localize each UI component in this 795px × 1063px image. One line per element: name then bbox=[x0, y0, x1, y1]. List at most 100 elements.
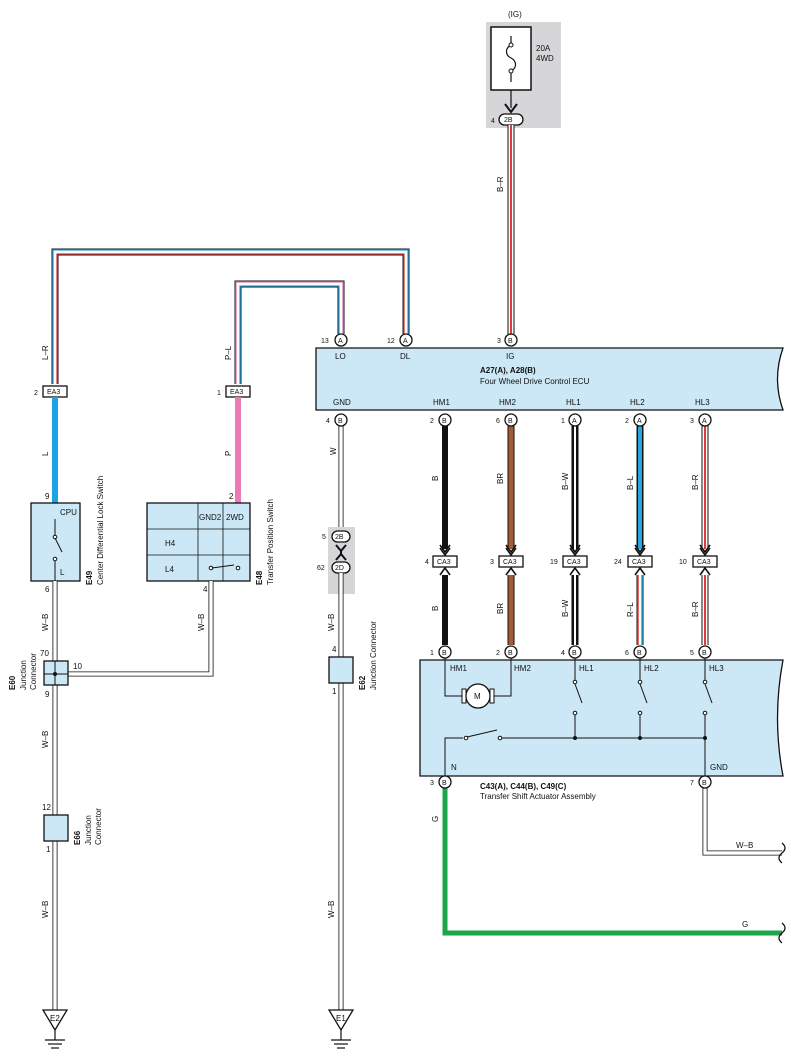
wire-p-l: P–L bbox=[224, 280, 345, 384]
svg-text:HL2: HL2 bbox=[644, 664, 659, 673]
ecu-box: A27(A), A28(B) Four Wheel Drive Control … bbox=[315, 333, 784, 411]
wire-w-b-gnd: W–B bbox=[702, 788, 786, 864]
svg-text:DL: DL bbox=[400, 352, 411, 361]
svg-text:A: A bbox=[637, 418, 642, 425]
svg-text:CA3: CA3 bbox=[697, 559, 711, 566]
svg-text:B: B bbox=[508, 418, 513, 425]
ecu-label-hm2: HM2 bbox=[499, 398, 516, 407]
svg-text:6: 6 bbox=[625, 650, 629, 657]
svg-text:B: B bbox=[442, 650, 447, 657]
svg-text:4: 4 bbox=[332, 645, 337, 654]
svg-text:12: 12 bbox=[387, 338, 395, 345]
transfer-shift-actuator: HM1 HM2 HL1 HL2 HL3 M bbox=[419, 658, 784, 801]
svg-text:4: 4 bbox=[425, 559, 429, 566]
svg-text:M: M bbox=[474, 692, 481, 701]
wire-w-b-mid: W–B W–B bbox=[327, 573, 344, 1010]
svg-text:B: B bbox=[431, 476, 440, 481]
svg-text:2B: 2B bbox=[335, 534, 344, 541]
svg-text:3: 3 bbox=[690, 418, 694, 425]
svg-text:CA3: CA3 bbox=[503, 559, 517, 566]
svg-text:B: B bbox=[442, 418, 447, 425]
svg-text:W–B: W–B bbox=[736, 841, 753, 850]
wire-label-b-r: B–R bbox=[496, 176, 505, 192]
svg-text:A: A bbox=[702, 418, 707, 425]
wire-g: G G bbox=[431, 788, 786, 944]
svg-text:2: 2 bbox=[496, 650, 500, 657]
chevron-down-icon bbox=[504, 103, 518, 114]
svg-text:Junction: Junction bbox=[84, 815, 93, 845]
svg-text:A: A bbox=[338, 338, 343, 345]
fuse-icon bbox=[505, 36, 517, 82]
wire-b-r-ig: B–R bbox=[496, 125, 515, 334]
wire-label-p-l: P–L bbox=[224, 345, 233, 360]
svg-text:6: 6 bbox=[45, 585, 50, 594]
svg-text:Connector: Connector bbox=[29, 653, 38, 690]
svg-text:5: 5 bbox=[690, 650, 694, 657]
junction-connector-e66: 12 1 E66 Junction Connector bbox=[42, 803, 103, 854]
svg-text:CPU: CPU bbox=[60, 508, 77, 517]
fuse-amp: 20A bbox=[536, 44, 551, 53]
fuse-header: (IG) bbox=[508, 10, 522, 19]
svg-text:B: B bbox=[442, 780, 447, 787]
svg-text:1: 1 bbox=[46, 845, 51, 854]
fuse-block: (IG) 20A 4WD 2B 4 bbox=[486, 10, 561, 128]
svg-text:W–B: W–B bbox=[41, 731, 50, 748]
svg-text:4: 4 bbox=[326, 418, 330, 425]
ecu-label-hm1: HM1 bbox=[433, 398, 450, 407]
svg-text:B–W: B–W bbox=[561, 472, 570, 490]
svg-text:E66: E66 bbox=[73, 830, 82, 845]
svg-text:W–B: W–B bbox=[41, 614, 50, 631]
fuse-pin: 4 bbox=[491, 118, 495, 125]
svg-text:B: B bbox=[702, 780, 707, 787]
svg-text:G: G bbox=[431, 816, 440, 822]
wire-b-l-hl2: B–L R–L bbox=[626, 426, 644, 645]
svg-text:L4: L4 bbox=[165, 565, 174, 574]
ea3-left: EA3 2 bbox=[34, 385, 68, 398]
svg-text:B: B bbox=[508, 338, 513, 345]
svg-text:EA3: EA3 bbox=[47, 389, 60, 396]
svg-text:H4: H4 bbox=[165, 539, 176, 548]
svg-text:W–B: W–B bbox=[327, 614, 336, 631]
svg-text:24: 24 bbox=[614, 559, 622, 566]
svg-text:Connector: Connector bbox=[94, 808, 103, 845]
svg-text:GND2: GND2 bbox=[199, 513, 222, 522]
svg-text:19: 19 bbox=[550, 559, 558, 566]
svg-text:R–L: R–L bbox=[626, 602, 635, 617]
wire-l-r: L–R bbox=[41, 248, 410, 384]
svg-text:CA3: CA3 bbox=[437, 559, 451, 566]
svg-text:LO: LO bbox=[335, 352, 346, 361]
svg-text:B: B bbox=[338, 418, 343, 425]
svg-text:10: 10 bbox=[679, 559, 687, 566]
svg-text:2: 2 bbox=[430, 418, 434, 425]
svg-text:Transfer Shift Actuator Assemb: Transfer Shift Actuator Assembly bbox=[480, 792, 596, 801]
fuse-name: 4WD bbox=[536, 54, 554, 63]
svg-text:E49: E49 bbox=[85, 570, 94, 585]
wire-label-l-r: L–R bbox=[41, 345, 50, 360]
svg-text:L: L bbox=[60, 568, 65, 577]
svg-text:G: G bbox=[742, 920, 748, 929]
svg-text:BR: BR bbox=[496, 473, 505, 484]
svg-text:2: 2 bbox=[34, 390, 38, 397]
wire-break-icon bbox=[778, 842, 786, 864]
svg-text:CA3: CA3 bbox=[567, 559, 581, 566]
ecu-label-gnd: GND bbox=[333, 398, 351, 407]
svg-text:E2: E2 bbox=[50, 1014, 60, 1023]
ecu-bottom-pins: B 4 B 2 B 6 A 1 A 2 A 3 bbox=[326, 413, 712, 427]
svg-text:E60: E60 bbox=[8, 675, 17, 690]
svg-text:2D: 2D bbox=[335, 565, 344, 572]
ea3-mid: EA3 1 bbox=[217, 385, 251, 398]
svg-text:1: 1 bbox=[332, 687, 337, 696]
ecu-label-hl2: HL2 bbox=[630, 398, 645, 407]
svg-text:B: B bbox=[637, 650, 642, 657]
svg-text:CA3: CA3 bbox=[632, 559, 646, 566]
svg-text:Center Differential Lock Switc: Center Differential Lock Switch bbox=[96, 476, 105, 585]
svg-text:1: 1 bbox=[430, 650, 434, 657]
svg-text:2WD: 2WD bbox=[226, 513, 244, 522]
actuator-bottom-pins: B 3 B 7 bbox=[430, 775, 712, 789]
svg-text:EA3: EA3 bbox=[230, 389, 243, 396]
ecu-id: A27(A), A28(B) bbox=[480, 366, 536, 375]
ecu-pin-lo: A 13 LO bbox=[321, 333, 348, 361]
svg-text:B: B bbox=[572, 650, 577, 657]
svg-text:E62: E62 bbox=[358, 675, 367, 690]
